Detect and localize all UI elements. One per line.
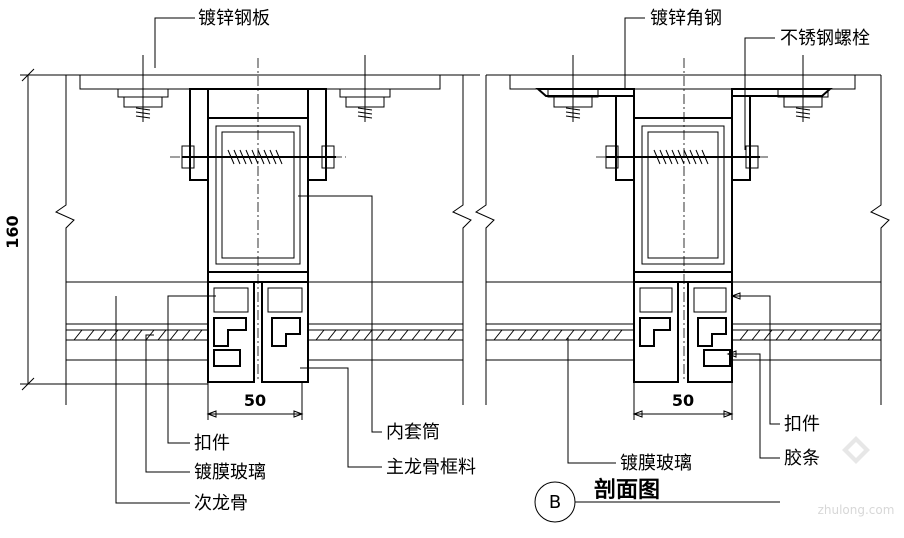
right-rubber-strip bbox=[697, 317, 731, 367]
right-detail bbox=[474, 55, 890, 405]
leader-lines bbox=[115, 17, 780, 504]
watermark-text: zhulong.com bbox=[818, 503, 895, 517]
label-rubber-strip: 胶条 bbox=[784, 448, 820, 469]
left-plate-bolt-b bbox=[339, 55, 391, 122]
left-galvanized-plate bbox=[79, 74, 441, 90]
label-galvanized-steel-plate: 镀锌钢板 bbox=[198, 8, 270, 29]
right-glass-panels bbox=[485, 281, 882, 361]
left-plate-bolt-a bbox=[117, 55, 169, 122]
right-break-line-outer bbox=[474, 75, 495, 405]
right-inner-sleeve bbox=[641, 125, 725, 265]
label-galvanized-angle-steel: 镀锌角钢 bbox=[650, 8, 722, 29]
right-clip bbox=[639, 317, 671, 347]
left-glass-panels bbox=[65, 281, 464, 361]
left-main-keel-frame bbox=[207, 117, 309, 273]
label-coated-glass-left: 镀膜玻璃 bbox=[194, 462, 266, 483]
dimension-50-left-label: 50 bbox=[244, 391, 266, 410]
left-break-line-outer bbox=[54, 75, 75, 405]
label-coated-glass-right: 镀膜玻璃 bbox=[620, 453, 692, 474]
label-inner-sleeve: 内套筒 bbox=[386, 422, 440, 443]
right-keel-lower bbox=[633, 271, 733, 283]
dimension-160-label: 160 bbox=[3, 215, 22, 248]
dimension-width-left: 50 bbox=[206, 382, 304, 420]
left-clip bbox=[213, 317, 247, 347]
label-clip-right: 扣件 bbox=[784, 414, 820, 435]
section-marker-letter: B bbox=[549, 492, 561, 513]
left-detail bbox=[20, 55, 480, 405]
label-stainless-steel-bolt: 不锈钢螺栓 bbox=[780, 28, 870, 49]
right-angle-steel bbox=[535, 88, 833, 181]
dimension-width-right: 50 bbox=[632, 382, 734, 420]
left-break-line-inner bbox=[451, 75, 472, 405]
section-mark: B 剖面图 bbox=[534, 477, 780, 523]
right-main-keel-frame bbox=[633, 117, 733, 273]
label-clip-left: 扣件 bbox=[194, 433, 230, 454]
right-break-line-inner bbox=[869, 75, 890, 405]
dimension-50-right-label: 50 bbox=[672, 391, 694, 410]
labels: 镀锌钢板 镀锌角钢 不锈钢螺栓 内套筒 主龙骨框料 扣件 镀膜玻璃 次龙骨 镀膜… bbox=[194, 8, 870, 514]
label-secondary-keel: 次龙骨 bbox=[194, 493, 248, 514]
right-galvanized-plate bbox=[509, 74, 856, 90]
label-main-keel-frame: 主龙骨框料 bbox=[386, 457, 476, 478]
section-title: 剖面图 bbox=[594, 477, 660, 503]
dimension-height: 160 bbox=[3, 68, 35, 391]
watermark: zhulong.com bbox=[818, 436, 895, 517]
